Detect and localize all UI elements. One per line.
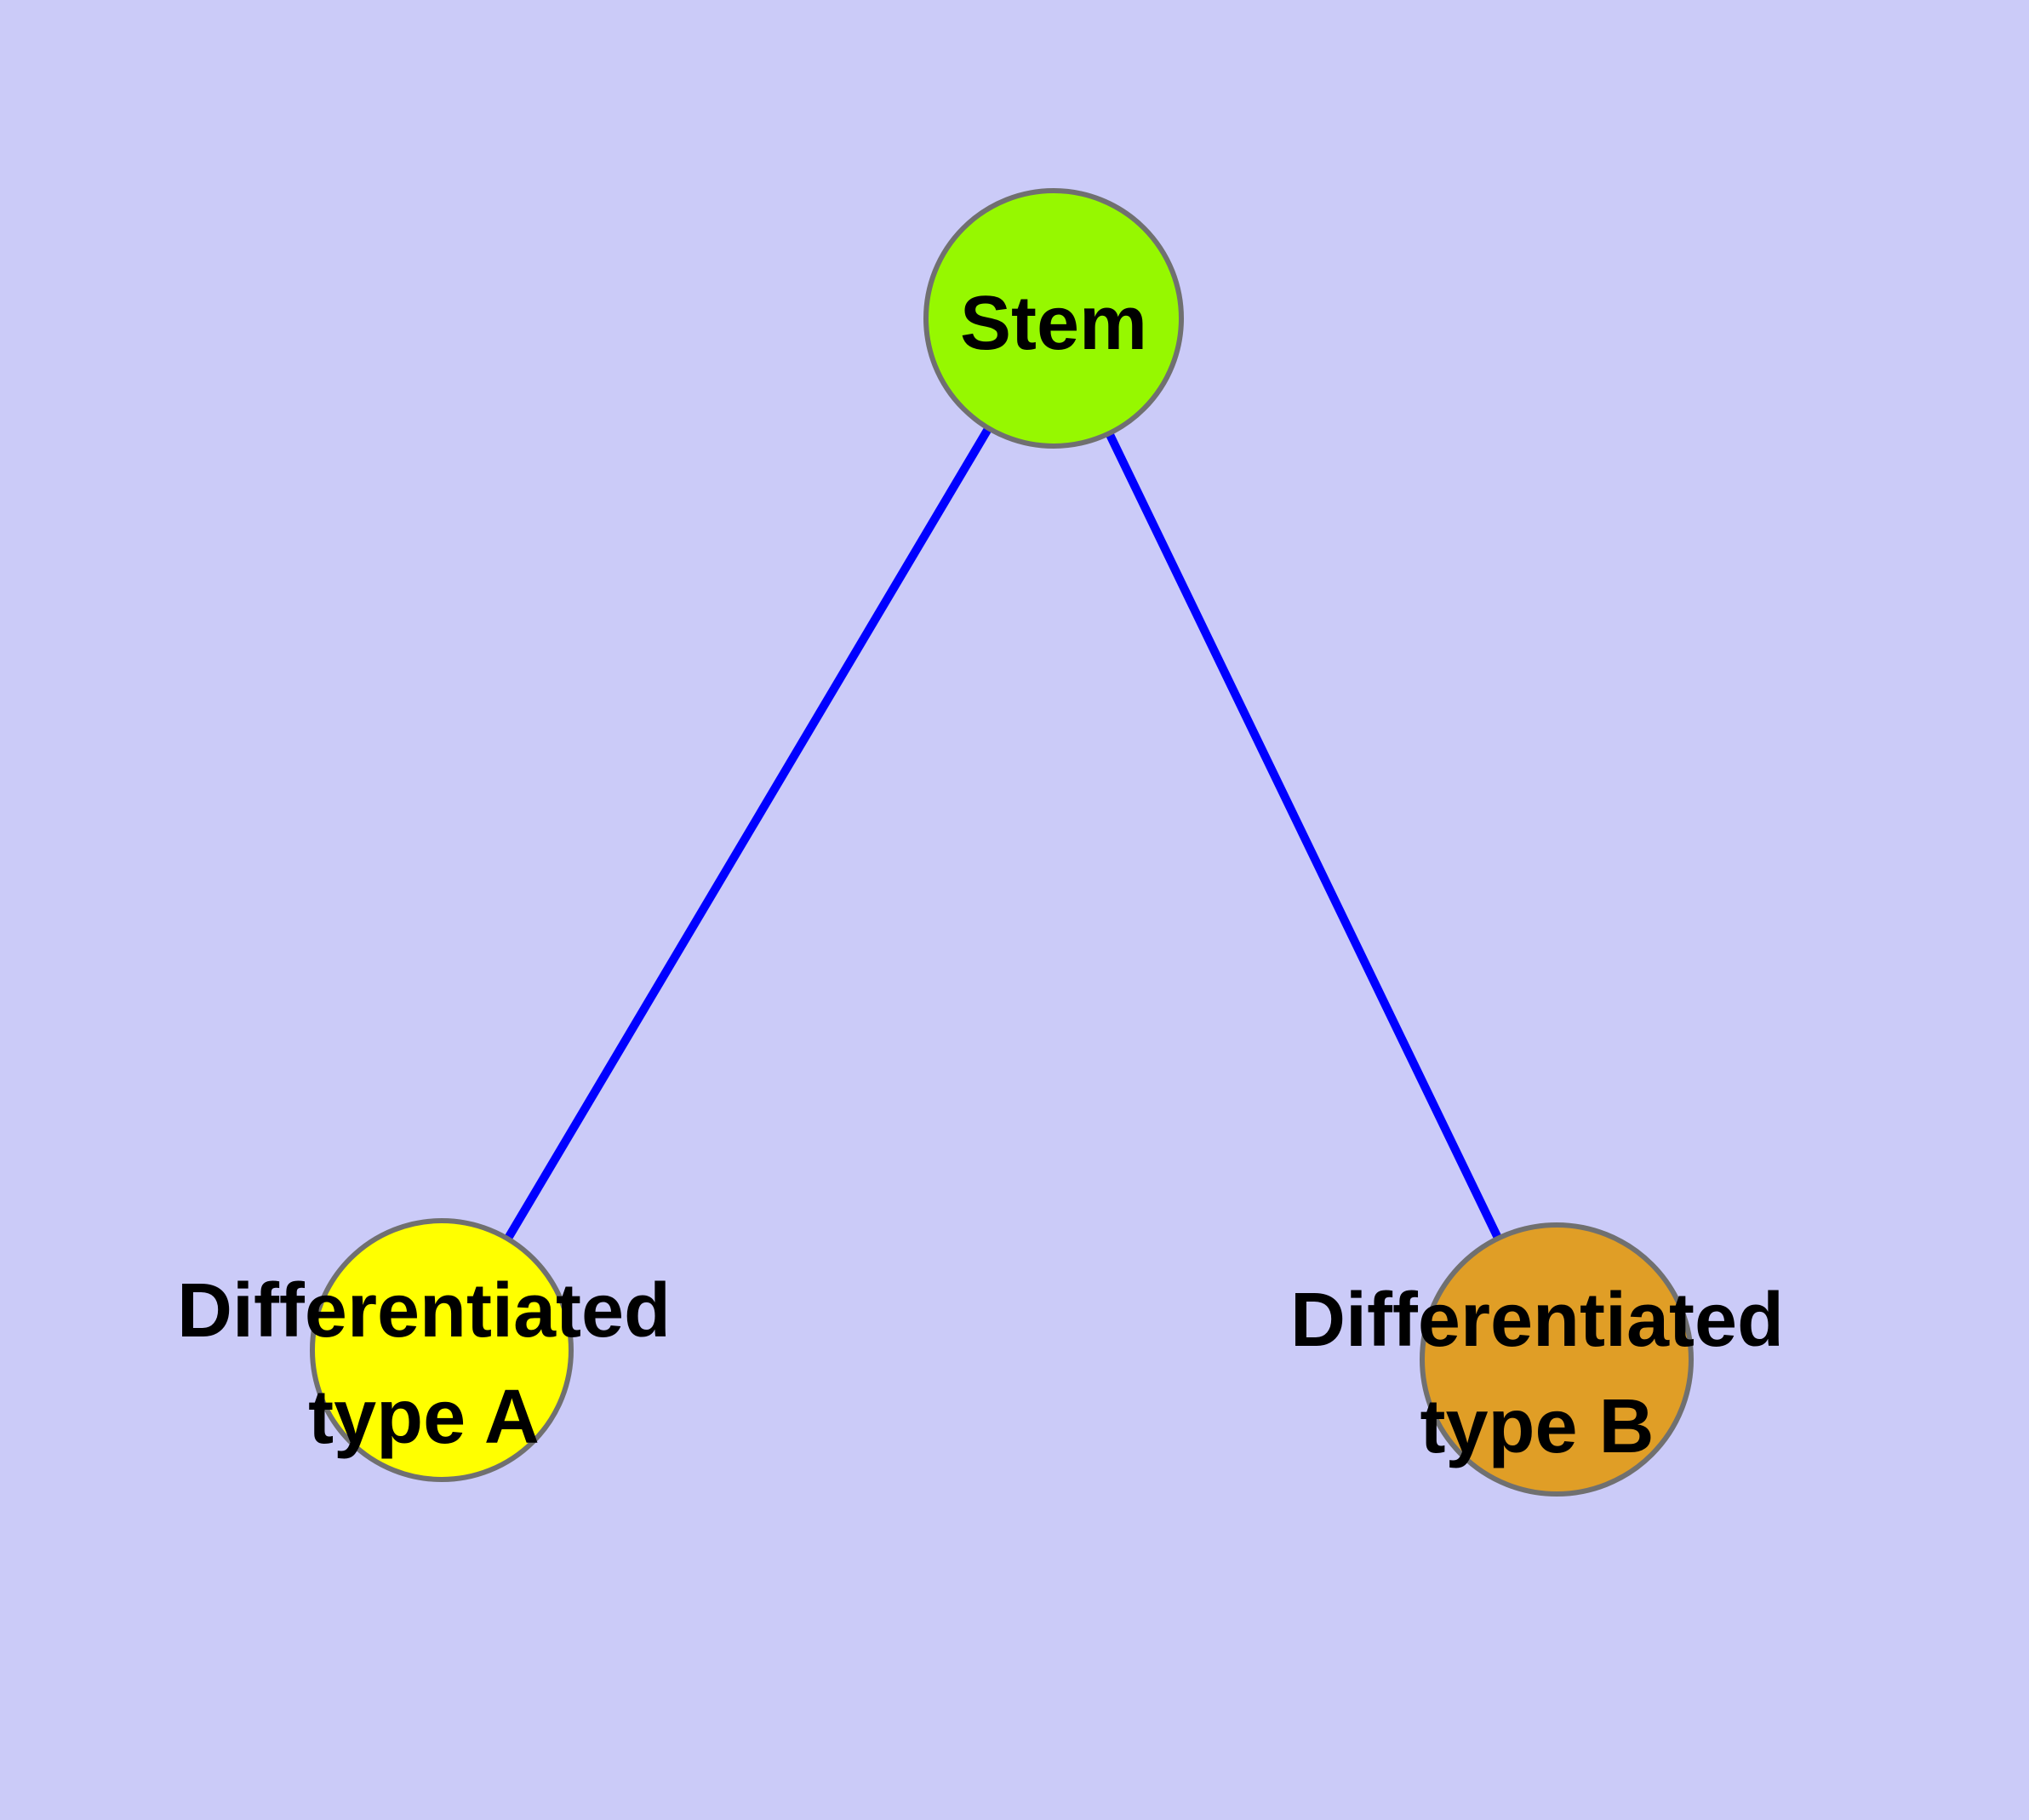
node-type-b-label-line2: type B: [1420, 1384, 1654, 1469]
edge-stem-to-type-a: [437, 316, 1058, 1353]
node-type-a-label-line2: type A: [308, 1375, 540, 1460]
node-type-a-label-line1: Differentiated: [177, 1268, 671, 1354]
node-type-a-circle: [310, 1218, 574, 1482]
edge-stem-to-type-b: [1049, 316, 1561, 1362]
node-stem-label: Stem: [960, 281, 1147, 366]
node-stem-circle: [923, 188, 1184, 449]
node-type-b-circle: [1420, 1222, 1694, 1497]
node-type-b-label-line1: Differentiated: [1290, 1278, 1784, 1363]
